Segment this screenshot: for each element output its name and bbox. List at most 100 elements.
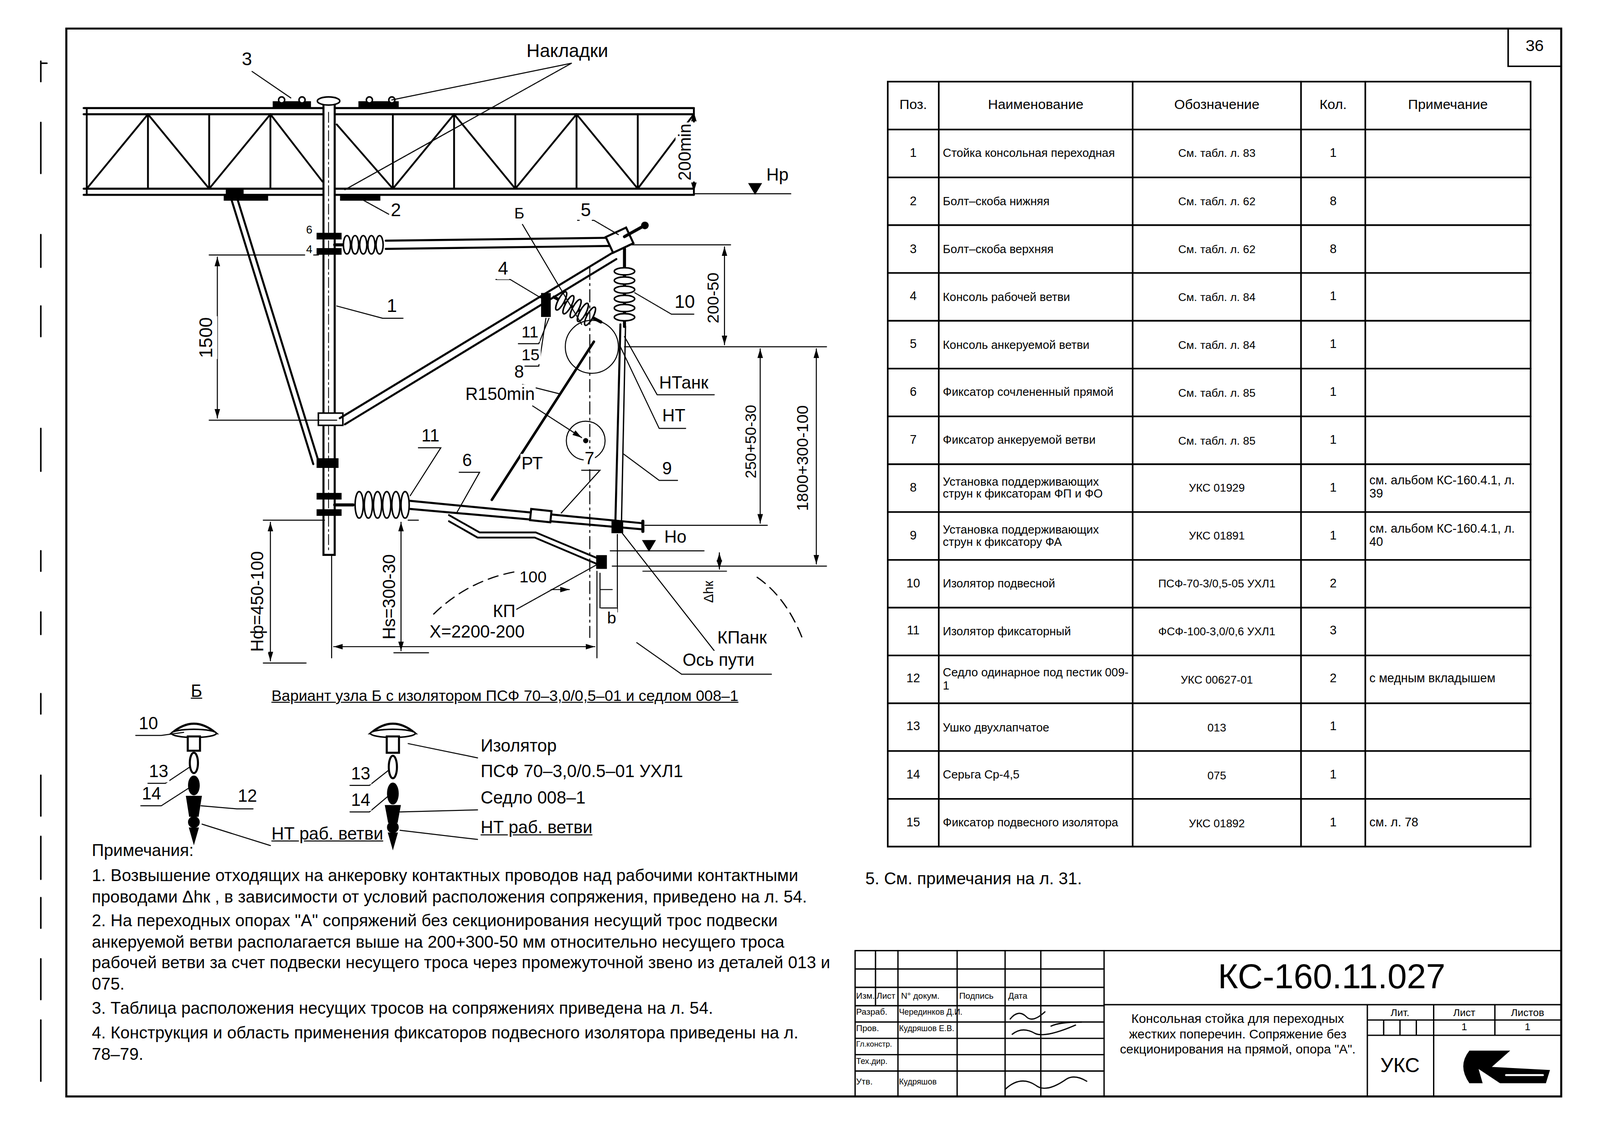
table-cell: 8 [1305, 225, 1362, 274]
drawing-label: НТ раб. ветви [270, 824, 385, 845]
table-cell: Ушко двухлапчатое [943, 703, 1129, 752]
radius-center [583, 438, 588, 443]
table-cell: 013 [1136, 703, 1298, 752]
table-cell: Консоль анкеруемой ветви [943, 320, 1129, 369]
drawing-label: 5 [579, 199, 592, 221]
drawing-label: 1800+300-100 [793, 404, 813, 512]
table-cell: 1 [1305, 416, 1362, 465]
drawing-label: НТ раб. ветви [479, 818, 594, 839]
table-cell: 3 [1305, 607, 1362, 656]
table-cell: 5 [891, 320, 935, 369]
drawing-label: 7 [583, 448, 596, 470]
table-cell: Болт–скоба верхняя [943, 225, 1129, 274]
table-cell: 2 [891, 177, 935, 226]
title-block-text: N° докум. [901, 991, 940, 1002]
truss [83, 96, 694, 200]
table-header: Кол. [1305, 81, 1362, 130]
drawing-label: Нр [765, 165, 790, 186]
table-header: Примечание [1369, 81, 1527, 130]
anchor-console [334, 222, 649, 255]
table-cell: 1 [1305, 368, 1362, 417]
drawing-label: 2 [389, 199, 402, 221]
table-cell: 4 [891, 273, 935, 322]
drawing-label: 13 [147, 762, 170, 783]
drawing-label: 3 [240, 48, 254, 70]
drawing-label: Седло 008–1 [479, 788, 587, 809]
drawing-label: 8 [513, 362, 526, 383]
table-cell: УКС 01929 [1136, 464, 1298, 513]
table-cell: см. л. 78 [1369, 799, 1527, 848]
title-block [854, 951, 1562, 1098]
note-text: 2. На переходных опорах "А" сопряжений б… [91, 910, 852, 995]
drawing-label: 14 [140, 784, 163, 805]
table-cell: 2 [1305, 559, 1362, 608]
table-cell: УКС 00627-01 [1136, 655, 1298, 704]
table-cell: Фиксатор подвесного изолятора [943, 799, 1129, 848]
table-cell: См. табл. л. 62 [1136, 225, 1298, 274]
title-block-text: 1 [1524, 1021, 1531, 1034]
drawing-label: Нs=300-30 [379, 553, 400, 642]
title-block-text: Кудряшов [898, 1077, 937, 1088]
drawing-label: 13 [349, 764, 372, 785]
table-cell: Установка поддерживающих струн к фиксато… [943, 464, 1129, 513]
table-cell: 1 [1305, 273, 1362, 322]
title-block-text: Дата [1008, 991, 1028, 1002]
fixator-bracket [542, 293, 551, 317]
table-cell: См. табл. л. 84 [1136, 320, 1298, 369]
drawing-label: X=2200-200 [428, 622, 526, 643]
drawing-label: Накладки [525, 40, 610, 62]
title-block-text: КС-160.11.027 [1217, 957, 1446, 997]
title-block-text: 36 [1525, 36, 1544, 56]
drawing-label: Б [189, 681, 204, 702]
note-text: 5. См. примечания на л. 31. [865, 869, 1083, 889]
note-text: 4. Конструкция и область применения фикс… [91, 1022, 807, 1065]
suspension-insulator [614, 249, 635, 327]
drawing-label: Б [513, 203, 526, 222]
table-cell: Стойка консольная переходная [943, 129, 1129, 178]
console-post [226, 96, 344, 555]
title-block-text: Лист [1453, 1007, 1476, 1020]
drawing-label: Ось пути [681, 651, 756, 672]
leader-lines [251, 63, 772, 675]
table-cell: См. табл. л. 85 [1136, 368, 1298, 417]
table-cell: ПСФ-70-3/0,5-05 УХЛ1 [1136, 559, 1298, 608]
note-text: 1. Возвышение отходящих на анкеровку кон… [91, 865, 852, 908]
drawing-label: R150min [464, 384, 537, 405]
table-cell: Фиксатор сочлененный прямой [943, 368, 1129, 417]
drawing-label: 11 [520, 323, 540, 343]
table-cell: ФСФ-100-3,0/0,6 УХЛ1 [1136, 607, 1298, 656]
drawing-label: 200min [675, 122, 696, 182]
table-cell: Консоль рабочей ветви [943, 273, 1129, 322]
title-block-text: 1 [1461, 1021, 1467, 1034]
table-cell: см. альбом КС-160.4.1, л. 40 [1369, 512, 1527, 561]
table-cell: Серьга Ср-4,5 [943, 751, 1129, 800]
drawing-label: 250+50-30 [741, 403, 760, 480]
title-block-text: Тех.дир. [856, 1057, 888, 1067]
drawing-label: 11 [420, 426, 441, 447]
drawing-label: 200-50 [703, 271, 723, 325]
title-block-text: Кудряшов Е.В. [898, 1024, 954, 1035]
table-cell: с медным вкладышем [1369, 655, 1527, 704]
table-cell: 1 [1305, 799, 1362, 848]
title-block-text: Утв. [856, 1077, 873, 1088]
table-cell: 8 [1305, 177, 1362, 226]
title-block-text: Изм. [856, 991, 876, 1002]
radius-leader [532, 406, 582, 438]
note-text: 3. Таблица расположения несущих тросов н… [91, 997, 807, 1019]
table-cell: 1 [1305, 512, 1362, 561]
table-cell: УКС 01892 [1136, 799, 1298, 848]
drawing-label: НТ [661, 406, 687, 427]
table-cell: 8 [891, 464, 935, 513]
table-cell: Болт–скоба нижняя [943, 177, 1129, 226]
title-block-text: Черединков Д.И. [898, 1008, 963, 1018]
table-cell: 075 [1136, 751, 1298, 800]
title-block-text: УКС [1380, 1053, 1420, 1078]
table-header: Обозначение [1136, 81, 1298, 130]
dropper [491, 341, 595, 501]
table-cell: 1 [1305, 129, 1362, 178]
detail-b [135, 724, 478, 849]
table-cell: 6 [891, 368, 935, 417]
table-cell: Седло одинарное под пестик 009-1 [943, 655, 1129, 704]
table-cell: 3 [891, 225, 935, 274]
dimensions [209, 112, 827, 664]
